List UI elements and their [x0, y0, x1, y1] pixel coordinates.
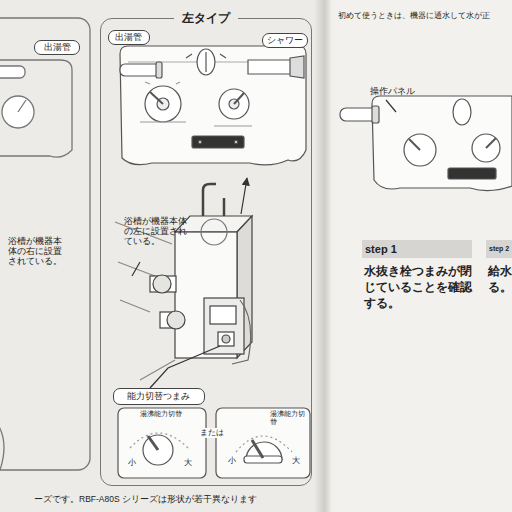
control-panel-left-type — [197, 49, 215, 75]
control-panel-left-type — [120, 46, 306, 165]
control-panel-right-page — [453, 99, 471, 125]
water-heater-unit — [153, 275, 171, 293]
left-partial-frame — [2, 96, 34, 128]
left-partial-frame — [18, 100, 26, 112]
left-partial-frame — [0, 18, 90, 470]
water-heater-unit — [218, 332, 234, 346]
page-background — [314, 0, 332, 512]
left-partial-frame — [0, 18, 90, 470]
knob-box — [143, 435, 173, 465]
control-panel-left-type — [198, 140, 201, 143]
part-name: 能力切替つまみ — [127, 391, 190, 402]
water-heater-unit — [115, 178, 252, 388]
water-heater-unit — [150, 276, 176, 292]
step-text: 水抜き栓つまみが閉じていることを確認する。 — [362, 263, 472, 311]
part-name: シャワー — [267, 35, 303, 46]
part-name: 出湯管 — [115, 32, 142, 43]
knob-box — [236, 436, 292, 452]
water-heater-unit — [132, 262, 140, 276]
part-name: 出湯管 — [44, 42, 71, 53]
step-heading: step 2 — [486, 240, 512, 258]
control-panel-right-page — [386, 100, 396, 112]
control-panel-right-page — [404, 134, 436, 166]
control-panel-right-page — [486, 138, 496, 148]
knob-box — [252, 440, 263, 458]
step-text: 給水 る。 — [486, 263, 512, 295]
control-panel-left-type — [120, 64, 160, 76]
note-text: または — [200, 428, 230, 438]
knob-box — [118, 408, 206, 478]
water-heater-unit — [210, 306, 236, 324]
knob-box — [216, 408, 310, 478]
scale-mark: 小 — [128, 458, 140, 468]
control-panel-left-type — [248, 60, 292, 74]
scale-mark: 大 — [292, 456, 304, 466]
step-box: step 1 水抜き栓つまみが閉じていることを確認する。 — [362, 240, 472, 334]
page-background — [330, 0, 512, 512]
water-heater-unit — [223, 198, 226, 216]
control-panel-right-page — [340, 96, 512, 191]
water-heater-unit — [232, 300, 251, 364]
control-panel-left-type — [145, 86, 181, 122]
step-box: step 2 給水 る。 — [486, 240, 512, 310]
callout-note: 浴槽が機器本体の左に設置されている。 — [124, 216, 194, 247]
control-panel-right-page — [409, 139, 420, 150]
water-heater-unit — [241, 178, 247, 214]
left-partial-frame — [0, 60, 72, 157]
water-heater-unit — [204, 298, 244, 354]
water-heater-unit — [167, 311, 185, 329]
control-panel-left-type — [234, 140, 237, 143]
scale-mark: 小 — [228, 456, 240, 466]
part-label-box: 能力切替つまみ — [113, 388, 205, 405]
part-name: 操作パネル — [370, 86, 415, 96]
control-panel-left-type — [150, 92, 163, 104]
water-heater-unit — [222, 335, 230, 343]
knob-caption: 湯沸能力切替 — [270, 410, 306, 426]
control-panel-left-type — [234, 93, 244, 104]
knob-caption: 湯沸能力切替 — [140, 410, 200, 418]
control-panel-left-type — [156, 62, 162, 78]
control-panel-right-page — [448, 168, 496, 179]
control-panel-left-type — [219, 89, 249, 119]
part-label-box: 出湯管 — [34, 40, 80, 55]
water-heater-unit — [201, 219, 227, 245]
control-panel-left-type — [290, 56, 304, 78]
control-panel-left-type — [120, 46, 306, 165]
callout-note: 浴槽が機器本体の右に設置されている。 — [8, 236, 70, 267]
intro-text: 初めて使うときは、機器に通水して水が正 — [338, 10, 490, 20]
control-panel-right-page — [372, 106, 379, 123]
control-panel-left-type — [140, 82, 252, 126]
control-panel-right-page — [372, 96, 512, 191]
control-panel-left-type — [192, 136, 244, 148]
step-heading: step 1 — [362, 240, 472, 258]
control-panel-left-type — [186, 54, 226, 58]
left-partial-frame — [0, 420, 4, 470]
left-partial-frame — [0, 66, 25, 78]
control-panel-right-page — [472, 134, 500, 162]
water-heater-unit — [203, 184, 216, 216]
part-label-box: 出湯管 — [108, 30, 150, 45]
footnote: ーズです。RBF-A80S シリーズは形状が若干異なります — [34, 494, 257, 504]
panel-title: 左タイプ — [174, 10, 238, 26]
scale-mark: 大 — [184, 458, 196, 468]
knob-box — [148, 436, 158, 450]
page-background — [0, 0, 318, 512]
control-panel-left-type — [205, 52, 206, 72]
part-label-box: シャワー — [262, 33, 308, 48]
water-heater-unit — [150, 346, 220, 388]
knob-box — [118, 408, 310, 478]
knob-box — [130, 433, 188, 448]
